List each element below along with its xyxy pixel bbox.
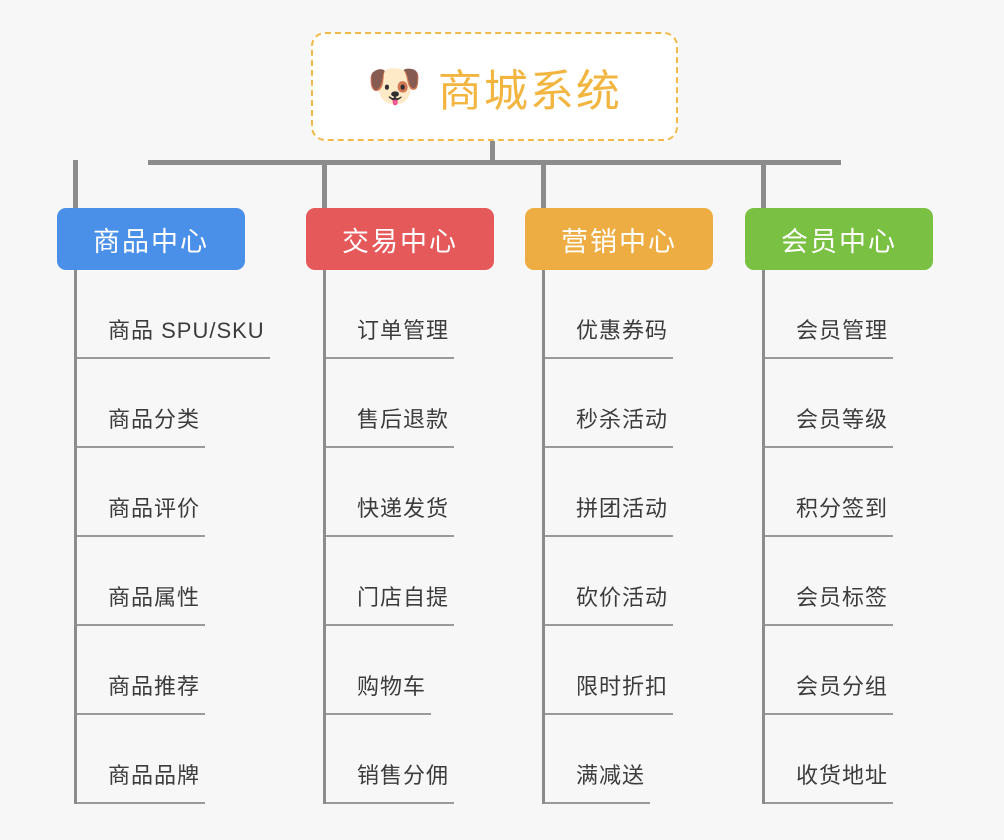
leaf-item[interactable]: 快递发货	[326, 448, 494, 537]
leaf-item-rule	[77, 713, 205, 715]
leaf-item-rule	[765, 713, 893, 715]
leaf-item[interactable]: 秒杀活动	[545, 359, 713, 448]
leaf-item-rule	[326, 446, 454, 448]
leaf-item-rule	[77, 535, 205, 537]
leaf-item-rule	[326, 624, 454, 626]
leaf-item[interactable]: 会员分组	[765, 626, 933, 715]
branch-column-trade-center: 交易中心订单管理售后退款快递发货门店自提购物车销售分佣	[306, 208, 494, 804]
leaf-item[interactable]: 会员等级	[765, 359, 933, 448]
branch-column-marketing-center: 营销中心优惠券码秒杀活动拼团活动砍价活动限时折扣满减送	[525, 208, 713, 804]
category-label: 会员中心	[781, 226, 897, 257]
leaf-item-rule	[545, 802, 650, 804]
leaf-item[interactable]: 限时折扣	[545, 626, 713, 715]
leaf-item-label: 商品评价	[108, 496, 201, 521]
branch-drop-connector	[761, 160, 766, 208]
leaf-item-label: 购物车	[357, 674, 427, 699]
leaf-item[interactable]: 拼团活动	[545, 448, 713, 537]
leaf-item-label: 商品分类	[108, 407, 201, 432]
leaf-item-rule	[765, 535, 893, 537]
leaf-item-rule	[77, 357, 270, 359]
leaf-item[interactable]: 门店自提	[326, 537, 494, 626]
leaf-item-rule	[765, 624, 893, 626]
leaf-list-marketing-center: 优惠券码秒杀活动拼团活动砍价活动限时折扣满减送	[542, 270, 713, 804]
leaf-item-label: 快递发货	[357, 496, 450, 521]
leaf-item-rule	[326, 357, 454, 359]
leaf-item[interactable]: 订单管理	[326, 270, 494, 359]
leaf-item-rule	[77, 624, 205, 626]
horizontal-branch-connector	[148, 160, 841, 165]
branch-drop-connector	[322, 160, 327, 208]
leaf-item-rule	[545, 446, 673, 448]
category-box-product-center[interactable]: 商品中心	[57, 208, 245, 270]
category-label: 营销中心	[561, 226, 677, 257]
leaf-item-label: 商品品牌	[108, 763, 201, 788]
leaf-item-rule	[326, 713, 431, 715]
leaf-item-rule	[545, 535, 673, 537]
leaf-item-rule	[765, 446, 893, 448]
category-box-trade-center[interactable]: 交易中心	[306, 208, 494, 270]
leaf-item-label: 商品属性	[108, 585, 201, 610]
leaf-item-label: 销售分佣	[357, 763, 450, 788]
leaf-item[interactable]: 收货地址	[765, 715, 933, 804]
leaf-item-rule	[77, 802, 205, 804]
leaf-item-label: 拼团活动	[576, 496, 669, 521]
leaf-item[interactable]: 商品品牌	[77, 715, 265, 804]
leaf-list-product-center: 商品 SPU/SKU 商品分类商品评价商品属性商品推荐商品品牌	[74, 270, 270, 804]
leaf-item-label: 限时折扣	[576, 674, 669, 699]
leaf-item[interactable]: 会员管理	[765, 270, 933, 359]
branch-column-member-center: 会员中心会员管理会员等级积分签到会员标签会员分组收货地址	[745, 208, 933, 804]
leaf-item-label: 满减送	[576, 763, 646, 788]
leaf-list-member-center: 会员管理会员等级积分签到会员标签会员分组收货地址	[762, 270, 933, 804]
leaf-item[interactable]: 商品 SPU/SKU	[77, 270, 265, 359]
leaf-item[interactable]: 售后退款	[326, 359, 494, 448]
category-box-member-center[interactable]: 会员中心	[745, 208, 933, 270]
leaf-item-label: 会员分组	[796, 674, 889, 699]
leaf-item-label: 商品推荐	[108, 674, 201, 699]
leaf-item-rule	[765, 357, 893, 359]
leaf-item-rule	[77, 446, 205, 448]
leaf-item[interactable]: 砍价活动	[545, 537, 713, 626]
leaf-item[interactable]: 购物车	[326, 626, 494, 715]
leaf-item-label: 会员管理	[796, 318, 889, 343]
leaf-item-label: 商品 SPU/SKU	[108, 318, 265, 343]
leaf-item-rule	[326, 802, 454, 804]
leaf-item[interactable]: 销售分佣	[326, 715, 494, 804]
leaf-item-rule	[545, 624, 673, 626]
leaf-item-rule	[545, 713, 673, 715]
root-node[interactable]: 🐶 商城系统	[311, 32, 678, 141]
leaf-item-label: 砍价活动	[576, 585, 669, 610]
leaf-item[interactable]: 商品推荐	[77, 626, 265, 715]
leaf-item[interactable]: 满减送	[545, 715, 713, 804]
leaf-item-label: 秒杀活动	[576, 407, 669, 432]
leaf-item[interactable]: 商品评价	[77, 448, 265, 537]
leaf-item-label: 收货地址	[796, 763, 889, 788]
branch-drop-connector	[73, 160, 78, 208]
leaf-item-label: 订单管理	[357, 318, 450, 343]
leaf-item-label: 售后退款	[357, 407, 450, 432]
leaf-item-rule	[545, 357, 673, 359]
leaf-item[interactable]: 优惠券码	[545, 270, 713, 359]
root-title: 商城系统	[437, 66, 622, 116]
leaf-item-label: 会员等级	[796, 407, 889, 432]
leaf-item-rule	[326, 535, 454, 537]
category-label: 商品中心	[93, 226, 209, 257]
category-box-marketing-center[interactable]: 营销中心	[525, 208, 713, 270]
leaf-item-label: 会员标签	[796, 585, 889, 610]
leaf-item[interactable]: 会员标签	[765, 537, 933, 626]
leaf-item-label: 优惠券码	[576, 318, 669, 343]
leaf-item-rule	[765, 802, 893, 804]
branch-column-product-center: 商品中心商品 SPU/SKU 商品分类商品评价商品属性商品推荐商品品牌	[57, 208, 270, 804]
leaf-item-label: 积分签到	[796, 496, 889, 521]
leaf-item-label: 门店自提	[357, 585, 450, 610]
branch-drop-connector	[541, 160, 546, 208]
root-stem-connector	[490, 141, 495, 163]
leaf-item[interactable]: 商品属性	[77, 537, 265, 626]
dog-face-icon: 🐶	[367, 61, 422, 111]
leaf-list-trade-center: 订单管理售后退款快递发货门店自提购物车销售分佣	[323, 270, 494, 804]
leaf-item[interactable]: 商品分类	[77, 359, 265, 448]
leaf-item[interactable]: 积分签到	[765, 448, 933, 537]
category-label: 交易中心	[342, 226, 458, 257]
